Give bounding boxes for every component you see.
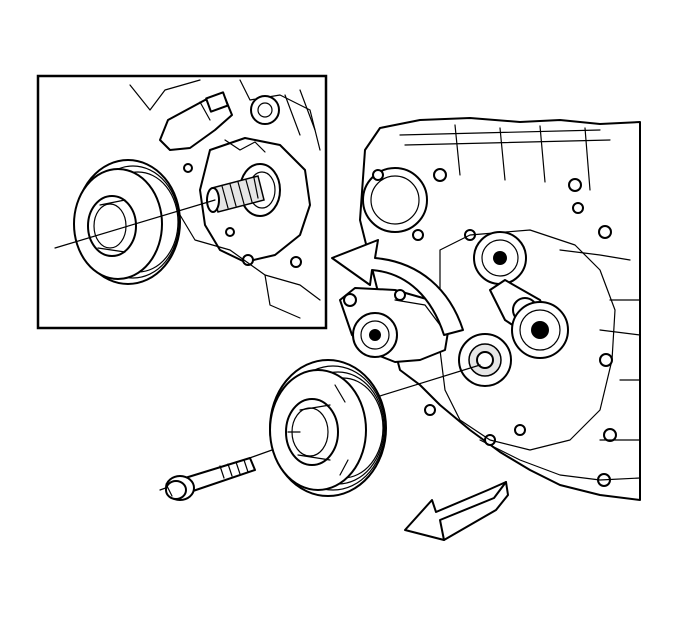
- inset-balancer: [73, 159, 181, 285]
- accessory-bracket: [339, 287, 451, 363]
- balancer-bolt: [165, 457, 256, 501]
- curved-arrow-icon: [331, 239, 464, 336]
- tensioner-pulley: [473, 231, 527, 285]
- detail-inset: [36, 74, 328, 330]
- crankshaft-balancer: [269, 359, 387, 497]
- crankshaft-seal: [458, 333, 512, 387]
- timing-gear: [511, 301, 569, 359]
- cam-cover: [362, 167, 428, 233]
- engine-block: [339, 117, 641, 501]
- removal-direction-arrow-icon: [404, 481, 509, 541]
